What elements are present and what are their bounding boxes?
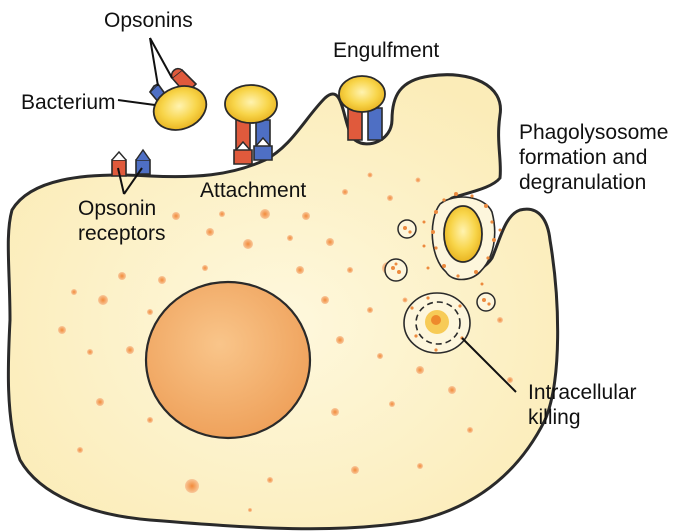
nucleus [146, 282, 310, 438]
attached-bacterium [225, 85, 277, 164]
label-opsonins: Opsonins [104, 8, 193, 33]
label-opsonin-receptors-line-1: Opsonin [78, 196, 166, 221]
label-phagolysosome-line-3: degranulation [519, 170, 668, 195]
engulfed-bacterium [444, 206, 482, 262]
label-attachment: Attachment [200, 178, 306, 203]
label-bacterium: Bacterium [21, 90, 116, 115]
killing-vacuole [404, 293, 470, 353]
label-phagolysosome-line-1: Phagolysosome [519, 120, 668, 145]
label-engulfment: Engulfment [333, 38, 439, 63]
label-phagolysosome-line-2: formation and [519, 145, 668, 170]
label-intracellular-killing-line-1: Intracellular [528, 380, 637, 405]
label-opsonin-receptors-line-2: receptors [78, 221, 166, 246]
label-opsonin-receptors: Opsonin receptors [78, 196, 166, 246]
opsonin-receptors-unbound [112, 150, 150, 176]
label-intracellular-killing: Intracellular killing [528, 380, 637, 430]
label-intracellular-killing-line-2: killing [528, 405, 637, 430]
label-phagolysosome-formation: Phagolysosome formation and degranulatio… [519, 120, 668, 195]
